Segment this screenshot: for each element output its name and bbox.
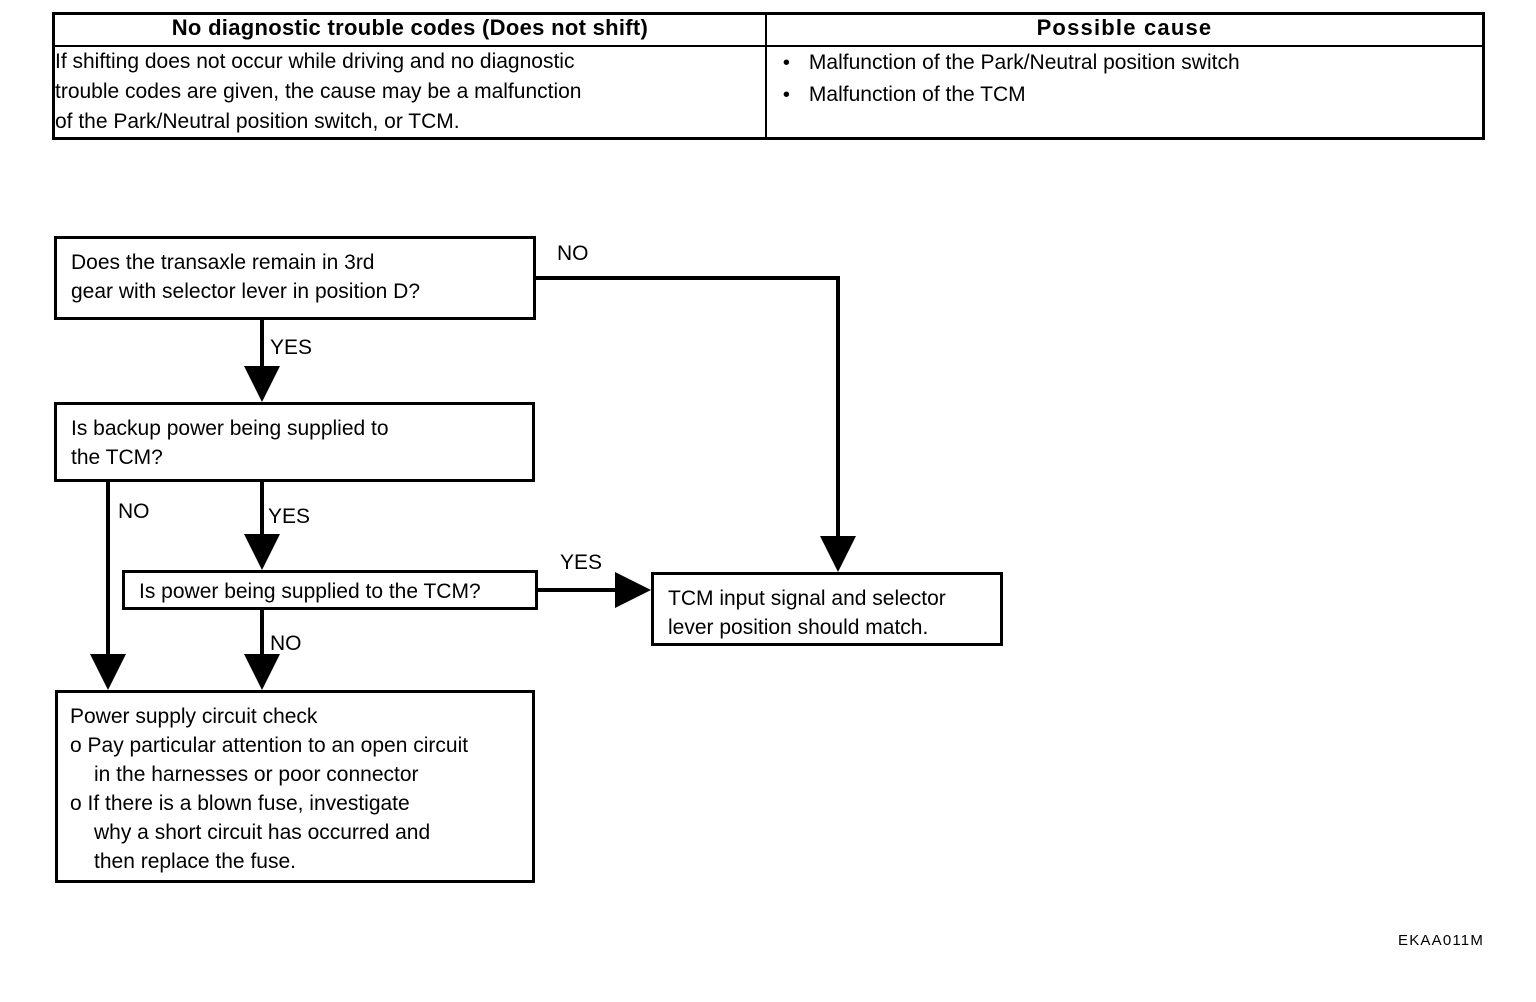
table-cell-causes: • Malfunction of the Park/Neutral positi… — [764, 45, 1485, 140]
table-cell-description: If shifting does not occur while driving… — [52, 45, 767, 140]
list-item: • Malfunction of the Park/Neutral positi… — [775, 47, 1482, 79]
edge-label-q2-yes: YES — [268, 505, 311, 528]
node-question-transaxle-3rd-gear: Does the transaxle remain in 3rd gear wi… — [54, 236, 536, 320]
cause-list: • Malfunction of the Park/Neutral positi… — [767, 47, 1482, 111]
table-body-row: If shifting does not occur while driving… — [52, 45, 1485, 140]
table-header-possible-cause: Possible cause — [764, 12, 1485, 47]
node-line: Is power being supplied to the TCM? — [139, 580, 481, 603]
cause-text: Malfunction of the TCM — [808, 83, 1026, 106]
edge-label-q3-yes: YES — [560, 551, 603, 574]
node-line: the TCM? — [71, 446, 163, 469]
edge-label-q1-yes: YES — [270, 336, 313, 359]
description-line-3: of the Park/Neutral position switch, or … — [55, 110, 460, 133]
action-item-line: then replace the fuse. — [94, 850, 296, 873]
bullet-icon: • — [782, 52, 790, 74]
table-header-row: No diagnostic trouble codes (Does not sh… — [52, 12, 1485, 47]
node-line: Is backup power being supplied to — [71, 417, 389, 440]
description-line-2: trouble codes are given, the cause may b… — [55, 80, 582, 103]
node-line: lever position should match. — [668, 616, 929, 639]
table-header-no-dtc: No diagnostic trouble codes (Does not sh… — [52, 12, 767, 47]
edge-q1-no — [536, 276, 856, 572]
action-title: Power supply circuit check — [70, 705, 318, 728]
node-question-power-supplied: Is power being supplied to the TCM? — [122, 570, 538, 610]
figure-code: EKAA011M — [1398, 932, 1485, 949]
node-line: gear with selector lever in position D? — [71, 280, 421, 303]
diagnostic-table: No diagnostic trouble codes (Does not sh… — [52, 12, 1485, 140]
action-item-line: in the harnesses or poor connector — [94, 763, 419, 786]
node-line: TCM input signal and selector — [668, 587, 946, 610]
edge-label-q2-no: NO — [118, 500, 150, 523]
description-line-1: If shifting does not occur while driving… — [55, 50, 575, 73]
edge-label-q3-no: NO — [270, 632, 302, 655]
node-result-tcm-signal-match: TCM input signal and selector lever posi… — [651, 572, 1003, 646]
edge-label-q1-no: NO — [557, 242, 589, 265]
action-item-line: o Pay particular attention to an open ci… — [70, 734, 469, 757]
action-item-line: why a short circuit has occurred and — [94, 821, 431, 844]
bullet-icon: • — [782, 84, 790, 106]
node-line: Does the transaxle remain in 3rd — [71, 251, 375, 274]
node-action-power-supply-check: Power supply circuit check o Pay particu… — [55, 690, 535, 883]
cause-text: Malfunction of the Park/Neutral position… — [808, 51, 1240, 74]
list-item: • Malfunction of the TCM — [775, 79, 1482, 111]
action-item-line: o If there is a blown fuse, investigate — [70, 792, 410, 815]
node-question-backup-power: Is backup power being supplied to the TC… — [54, 402, 535, 482]
